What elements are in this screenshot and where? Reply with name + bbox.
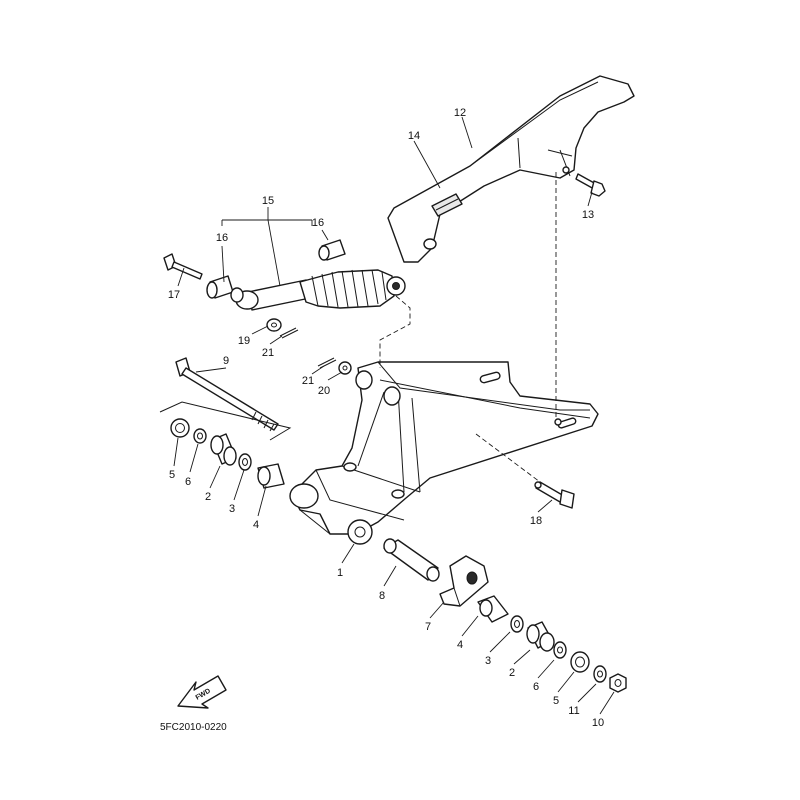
swingarm-washer-20 <box>338 361 352 375</box>
callout-19: 19 <box>238 335 250 347</box>
oil-seal-left-5 <box>170 418 190 438</box>
rear-shock-absorber <box>235 269 406 311</box>
chain-guard-label <box>431 193 463 217</box>
callout-18: 18 <box>530 515 542 527</box>
cotter-pin-lower <box>317 357 337 369</box>
callout-9: 9 <box>223 355 229 367</box>
washer-right-11 <box>593 665 607 683</box>
callout-8: 8 <box>379 590 385 602</box>
callout-16-left: 16 <box>216 232 228 244</box>
callout-15: 15 <box>262 195 274 207</box>
fwd-arrow-icon: FWD <box>177 675 227 709</box>
collar-left-4 <box>257 463 285 489</box>
callout-5-left: 5 <box>169 469 175 481</box>
axle-bolt-18 <box>534 481 575 509</box>
callout-20: 20 <box>318 385 330 397</box>
nut-10 <box>609 673 627 693</box>
collar-right-8 <box>383 538 440 582</box>
callout-17: 17 <box>168 289 180 301</box>
callout-7: 7 <box>425 621 431 633</box>
swingarm <box>289 361 599 545</box>
chain-guard-bolt <box>575 173 606 197</box>
cotter-pin-upper <box>279 327 299 339</box>
callout-6-left: 6 <box>185 476 191 488</box>
leader-lines <box>173 116 615 715</box>
callout-13: 13 <box>582 209 594 221</box>
shock-bolt <box>163 253 203 280</box>
callout-21-lower: 21 <box>302 375 314 387</box>
callout-21-upper: 21 <box>262 347 274 359</box>
chain-guard <box>387 75 635 263</box>
ring-right-3 <box>510 615 524 633</box>
oil-seal-right-5 <box>570 651 590 673</box>
callout-6-right: 6 <box>533 681 539 693</box>
callout-3-left: 3 <box>229 503 235 515</box>
callout-numbers: 12 14 13 15 16 16 17 19 21 9 21 20 5 6 2… <box>168 107 604 729</box>
bushing-left-2 <box>210 433 237 466</box>
callout-16-right: 16 <box>312 217 324 229</box>
callout-10: 10 <box>592 717 604 729</box>
assembly-reference-lines <box>379 172 557 483</box>
shock-washer <box>266 318 282 332</box>
callout-11: 11 <box>568 705 579 717</box>
ring-left-3 <box>238 453 252 471</box>
collar-right-4 <box>477 595 509 623</box>
callout-2-left: 2 <box>205 491 211 503</box>
chain-puller-7 <box>439 555 489 607</box>
bushing-right-2 <box>526 621 555 652</box>
callout-3-right: 3 <box>485 655 491 667</box>
washer-right-6 <box>553 641 567 659</box>
callout-12: 12 <box>454 107 466 119</box>
callout-2-right: 2 <box>509 667 515 679</box>
callout-1: 1 <box>337 567 343 579</box>
callout-14: 14 <box>408 130 420 142</box>
diagram-code: 5FC2010-0220 <box>160 722 227 733</box>
shock-collar-lower <box>206 275 244 303</box>
washer-left-6 <box>193 428 207 444</box>
shock-collar-upper <box>318 239 346 261</box>
callout-4-left: 4 <box>253 519 259 531</box>
callout-5-right: 5 <box>553 695 559 707</box>
pivot-shaft <box>159 357 292 441</box>
callout-4-right: 4 <box>457 639 463 651</box>
